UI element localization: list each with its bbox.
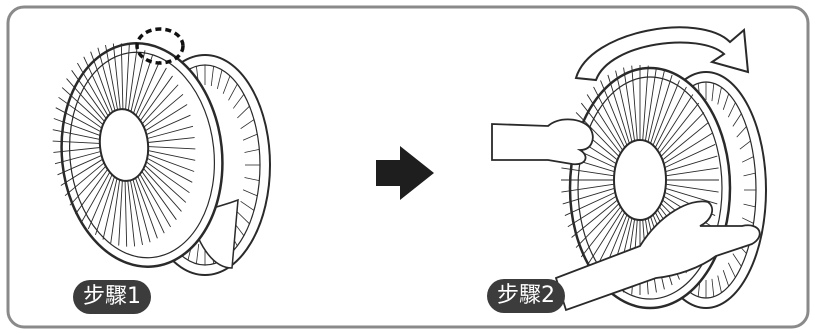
step1-fan-illustration (51, 29, 270, 275)
cage-spoke (733, 254, 741, 267)
cage-spoke (723, 270, 728, 286)
cage-spoke (740, 141, 751, 149)
cage-spoke (217, 70, 222, 89)
cage-spoke (737, 127, 747, 138)
cage-spoke (718, 276, 722, 293)
cage-spoke (245, 178, 260, 181)
cage-spoke (241, 120, 254, 129)
cage-spoke (233, 94, 244, 108)
cage-spoke (744, 173, 756, 176)
cage-spoke (243, 134, 257, 140)
arrow-right-icon (376, 146, 434, 200)
step2-center-hub (614, 140, 666, 220)
cage-spoke (728, 103, 735, 118)
cage-spoke (243, 190, 257, 196)
cage-spoke (241, 201, 254, 210)
step2-fan-illustration (492, 27, 766, 310)
cage-spoke (742, 218, 753, 224)
cage-spoke (211, 66, 213, 86)
cage-spoke (196, 244, 198, 264)
cage-spoke (733, 114, 741, 127)
cage-spoke (744, 204, 756, 207)
cage-spoke (245, 149, 260, 152)
cage-spoke (718, 87, 722, 104)
cage-spoke (237, 106, 249, 118)
cage-spoke (712, 83, 714, 101)
cage-spoke (223, 76, 230, 94)
step2-label: 步驟2 (487, 279, 565, 313)
cage-spoke (742, 157, 753, 163)
cage-spoke (728, 263, 735, 278)
cage-spoke (723, 94, 728, 110)
step2-upper-hand (492, 119, 593, 164)
step1-label: 步驟1 (73, 280, 151, 314)
cage-spoke (712, 279, 714, 297)
cage-spoke (229, 84, 238, 100)
cage-spoke (237, 212, 249, 224)
